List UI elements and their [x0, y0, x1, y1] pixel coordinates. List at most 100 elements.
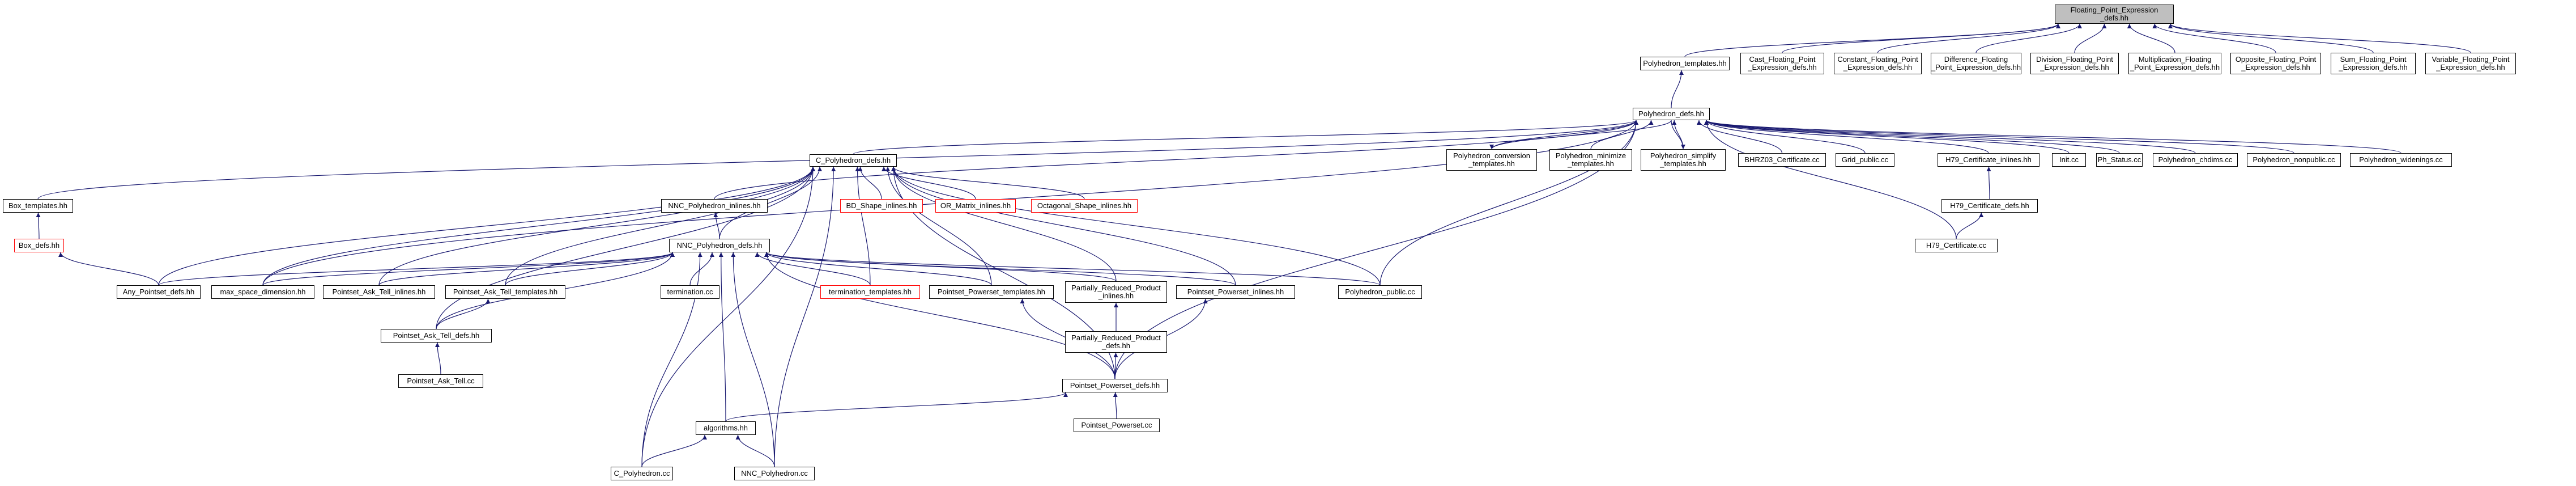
node-variable-fpe-defs[interactable]: Variable_Floating_Point _Expression_defs…	[2425, 53, 2516, 74]
dependency-edge	[718, 252, 726, 422]
node-polyhedron-minimize-templates[interactable]: Polyhedron_minimize _templates.hh	[1549, 149, 1632, 171]
node-polyhedron-nonpublic[interactable]: Polyhedron_nonpublic.cc	[2247, 153, 2341, 167]
node-sum-fpe-defs[interactable]: Sum_Floating_Point _Expression_defs.hh	[2331, 53, 2416, 74]
node-polyhedron-templates[interactable]: Polyhedron_templates.hh	[1640, 57, 1730, 70]
node-opposite-fpe-defs[interactable]: Opposite_Floating_Point _Expression_defs…	[2230, 53, 2321, 74]
dependency-edge	[641, 434, 707, 467]
dependency-edge	[891, 166, 1381, 286]
dependency-edge	[2168, 23, 2471, 53]
dependency-edge	[262, 252, 675, 286]
dependency-edge	[1671, 120, 1685, 150]
node-constant-fpe-defs[interactable]: Constant_Floating_Point _Expression_defs…	[1834, 53, 1922, 74]
dependency-edge	[378, 252, 675, 286]
dependency-edge	[1704, 120, 1957, 239]
node-polyhedron-defs[interactable]: Polyhedron_defs.hh	[1633, 108, 1710, 120]
node-algorithms[interactable]: algorithms.hh	[696, 421, 756, 435]
node-bd-shape-inlines[interactable]: BD_Shape_inlines.hh	[840, 199, 923, 213]
dependency-edge	[725, 392, 1068, 422]
dependency-edge	[2127, 23, 2175, 53]
dependency-edge	[2074, 23, 2107, 53]
dependency-edge	[719, 166, 822, 239]
node-box-defs[interactable]: Box_defs.hh	[14, 239, 64, 252]
dependency-edge	[58, 252, 159, 286]
node-pointset-powerset-cc[interactable]: Pointset_Powerset.cc	[1074, 419, 1160, 432]
dependency-edge	[1704, 120, 2294, 154]
node-division-fpe-defs[interactable]: Division_Floating_Point _Expression_defs…	[2030, 53, 2119, 74]
node-h79-certificate-defs[interactable]: H79_Certificate_defs.hh	[1941, 199, 2038, 213]
dependency-edge	[1672, 120, 1684, 150]
node-pointset-ask-tell-cc[interactable]: Pointset_Ask_Tell.cc	[398, 374, 483, 388]
dependency-edge	[891, 166, 1117, 282]
dependency-edge	[36, 212, 41, 239]
dependency-edge	[731, 252, 775, 467]
dependency-edge	[1704, 120, 2402, 154]
node-nnc-polyhedron-cc[interactable]: NNC_Polyhedron.cc	[734, 467, 815, 480]
dependency-edge	[735, 434, 775, 467]
node-pointset-ask-tell-templates[interactable]: Pointset_Ask_Tell_templates.hh	[445, 285, 565, 299]
node-polyhedron-widenings[interactable]: Polyhedron_widenings.cc	[2350, 153, 2452, 167]
dependency-edge	[1491, 120, 1638, 150]
dependency-edge	[1956, 212, 1984, 239]
node-polyhedron-conversion-templates[interactable]: Polyhedron_conversion _templates.hh	[1446, 149, 1537, 171]
dependency-edge	[858, 166, 882, 200]
node-any-pointset-defs[interactable]: Any_Pointset_defs.hh	[117, 285, 201, 299]
node-bhrz03-certificate[interactable]: BHRZ03_Certificate.cc	[1738, 153, 1826, 167]
node-or-matrix-inlines[interactable]: OR_Matrix_inlines.hh	[935, 199, 1016, 213]
node-pointset-powerset-inlines[interactable]: Pointset_Powerset_inlines.hh	[1176, 285, 1295, 299]
node-nnc-polyhedron-inlines[interactable]: NNC_Polyhedron_inlines.hh	[661, 199, 768, 213]
dependency-edge	[2168, 23, 2374, 53]
dependency-edge	[1704, 120, 1866, 154]
dependency-edge	[764, 252, 992, 286]
dependency-edge	[641, 166, 815, 467]
node-partially-reduced-product-inlines[interactable]: Partially_Reduced_Product _inlines.hh	[1065, 281, 1167, 303]
node-max-space-dimension[interactable]: max_space_dimension.hh	[211, 285, 314, 299]
dependency-edge	[1590, 120, 1654, 150]
dependency-edge	[1704, 120, 1989, 154]
dependency-edge	[1704, 120, 2070, 154]
dependency-edge	[435, 342, 441, 375]
node-c-polyhedron-defs[interactable]: C_Polyhedron_defs.hh	[810, 154, 897, 167]
dependency-edge	[774, 166, 836, 467]
node-c-polyhedron-cc[interactable]: C_Polyhedron.cc	[611, 467, 673, 480]
dependency-edge	[2152, 23, 2276, 53]
node-termination-templates[interactable]: termination_templates.hh	[820, 285, 920, 299]
dependency-edge	[853, 120, 1638, 155]
node-pointset-powerset-templates[interactable]: Pointset_Powerset_templates.hh	[929, 285, 1054, 299]
dependency-edge	[505, 252, 675, 286]
dependency-edge	[1379, 120, 1638, 286]
dependency-edge	[1489, 120, 1672, 150]
node-partially-reduced-product-defs[interactable]: Partially_Reduced_Product _defs.hh	[1065, 331, 1167, 353]
dependency-edge	[755, 252, 871, 286]
node-pointset-ask-tell-inlines[interactable]: Pointset_Ask_Tell_inlines.hh	[323, 285, 435, 299]
node-termination-cc[interactable]: termination.cc	[661, 285, 719, 299]
node-nnc-polyhedron-defs[interactable]: NNC_Polyhedron_defs.hh	[669, 239, 770, 252]
dependency-edge	[1704, 120, 2196, 154]
node-h79-certificate-cc[interactable]: H79_Certificate.cc	[1915, 239, 1998, 252]
node-polyhedron-chdims[interactable]: Polyhedron_chdims.cc	[2153, 153, 2238, 167]
node-octagonal-shape-inlines[interactable]: Octagonal_Shape_inlines.hh	[1031, 199, 1138, 213]
dependency-edge	[713, 212, 720, 239]
node-polyhedron-simplify-templates[interactable]: Polyhedron_simplify _templates.hh	[1641, 149, 1726, 171]
node-multiplication-fpe-defs[interactable]: Multiplication_Floating _Point_Expressio…	[2128, 53, 2221, 74]
dependency-edge	[1877, 23, 2060, 53]
dependency-edge	[1684, 23, 2060, 57]
node-pointset-powerset-defs[interactable]: Pointset_Powerset_defs.hh	[1062, 379, 1168, 392]
node-init[interactable]: Init.cc	[2052, 153, 2086, 167]
node-polyhedron-public[interactable]: Polyhedron_public.cc	[1338, 285, 1422, 299]
dependency-edge	[1113, 392, 1118, 419]
dependency-edge	[891, 166, 1236, 286]
dependency-edge	[158, 166, 815, 286]
dependency-edge	[378, 166, 815, 286]
dependency-edge	[689, 252, 714, 286]
node-difference-fpe-defs[interactable]: Difference_Floating _Point_Expression_de…	[1931, 53, 2021, 74]
node-pointset-ask-tell-defs[interactable]: Pointset_Ask_Tell_defs.hh	[381, 329, 492, 343]
dependency-edge	[1986, 166, 1991, 200]
node-box-templates[interactable]: Box_templates.hh	[3, 199, 73, 213]
node-cast-fpe-defs[interactable]: Cast_Floating_Point _Expression_defs.hh	[1740, 53, 1824, 74]
node-ph-status[interactable]: Ph_Status.cc	[2096, 153, 2143, 167]
node-floating-point-expression-defs[interactable]: Floating_Point_Expression _defs.hh	[2055, 5, 2174, 24]
node-grid-public[interactable]: Grid_public.cc	[1836, 153, 1894, 167]
node-h79-certificate-inlines[interactable]: H79_Certificate_inlines.hh	[1938, 153, 2039, 167]
